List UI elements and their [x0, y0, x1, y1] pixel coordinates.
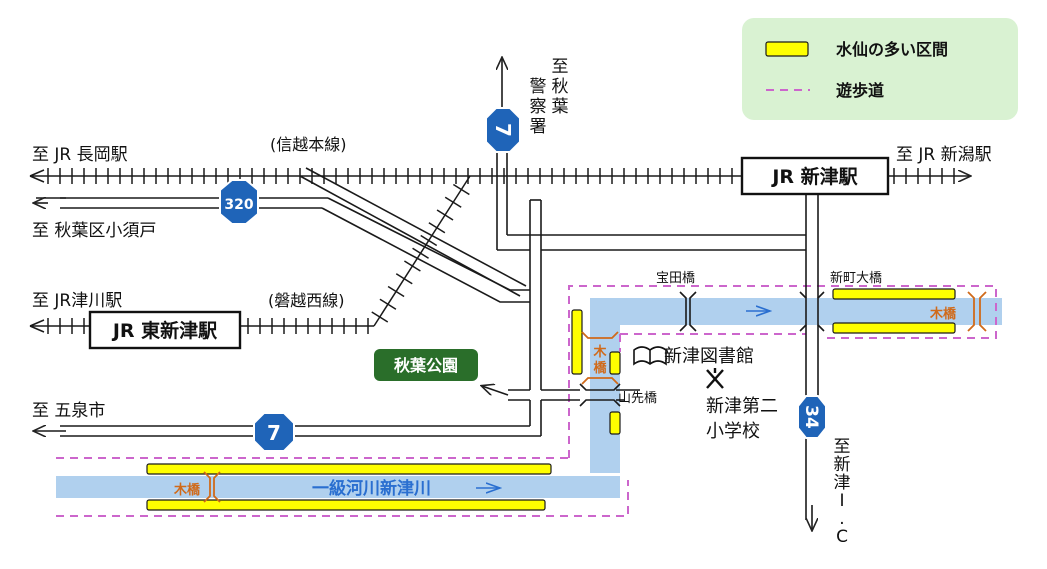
destination-labels: 至 JR 長岡駅 至 JR 新潟駅 至 秋葉区小須戸 至 JR津川駅 至 五泉市 — [32, 145, 992, 421]
dest-nagaoka: 至 JR 長岡駅 — [32, 145, 128, 165]
akiha-park: 秋葉公園 — [374, 349, 478, 381]
river-name: 一級河川新津川 — [312, 478, 431, 499]
dest-niigata: 至 JR 新潟駅 — [896, 145, 992, 165]
wooden-bridges — [203, 291, 987, 503]
dest-tsugawa: 至 JR津川駅 — [32, 291, 122, 311]
bridge-label-wooden-left: 木橋 — [592, 344, 607, 376]
vert-wooden-char: 橋 — [593, 360, 607, 376]
vert-police-char: 至 — [552, 57, 569, 77]
vert-police-char: 警 — [530, 77, 547, 97]
rail-tie — [444, 196, 462, 208]
school-icon — [706, 368, 724, 389]
akiha-park-label: 秋葉公園 — [394, 356, 458, 375]
legend: 水仙の多い区間 遊歩道 — [765, 40, 948, 100]
vert-police-char: 察 — [530, 97, 547, 117]
bridge-shinmachi-ohashi — [799, 291, 825, 332]
dest-gosen: 至 五泉市 — [32, 401, 105, 421]
route-shield-34: 34 — [797, 395, 827, 439]
station-jr-niitsu: JR 新津駅 — [740, 156, 890, 196]
vert-ic-char: C — [836, 527, 848, 547]
school-label-line1: 新津第二 — [706, 396, 778, 417]
rail-tie — [412, 247, 429, 259]
vert-ic-char: 新 — [834, 455, 851, 475]
walkway-path — [56, 285, 997, 517]
vert-ic-char: . — [839, 509, 844, 529]
rail-tie — [379, 298, 397, 310]
railway-banetsu-west — [29, 175, 471, 334]
legend-label-daffodil: 水仙の多い区間 — [836, 40, 948, 59]
station-jr-higashi-niitsu: JR 東新津駅 — [88, 310, 242, 350]
bridge-label-wooden-right: 木橋 — [929, 306, 957, 322]
bridge-takarada — [679, 291, 697, 332]
dest-kosudo: 至 秋葉区小須戸 — [32, 221, 156, 241]
rail-tie — [452, 183, 470, 196]
vert-police-char: 署 — [530, 117, 547, 137]
school-label-line2: 小学校 — [706, 421, 760, 442]
road-arrows — [34, 58, 812, 530]
route-shield-7-north: 7 — [485, 107, 521, 153]
bridge-label-wooden-bottom: 木橋 — [173, 482, 201, 498]
route-number-7-north: 7 — [491, 123, 515, 137]
legend-swatch-daffodil — [765, 41, 809, 57]
vert-ic-char: 至 — [834, 437, 851, 457]
bridge-label-yamasaki: 山先橋 — [618, 391, 657, 406]
route-number-34: 34 — [801, 405, 821, 429]
vert-ic-char: I — [839, 491, 844, 511]
station-label-higashi-niitsu: JR 東新津駅 — [111, 319, 218, 342]
library-label: 新津図書館 — [664, 346, 754, 367]
route-shield-7-south: 7 — [253, 412, 295, 452]
legend-panel — [742, 18, 1018, 120]
route-number-7-south: 7 — [267, 421, 281, 445]
vert-wooden-char: 木 — [592, 344, 607, 360]
rail-tie — [371, 311, 389, 323]
library-icon — [633, 346, 667, 366]
vert-ic-char: 津 — [834, 473, 851, 493]
bridge-yamasaki — [579, 383, 621, 407]
rail-tie — [395, 273, 413, 285]
vert-police-char: 秋 — [552, 77, 569, 97]
bridge-label-takarada: 宝田橋 — [656, 271, 695, 286]
rail-tie — [428, 222, 446, 234]
bridge-label-shinmachi: 新町大橋 — [830, 270, 882, 286]
vert-police-char: 葉 — [552, 97, 569, 117]
river — [56, 298, 1002, 498]
rail-tie — [436, 209, 454, 221]
river-flow-arrow-icon — [476, 311, 770, 488]
line-label-banetsu: (磐越西線) — [268, 291, 345, 310]
station-label-niitsu: JR 新津駅 — [770, 165, 858, 188]
rail-tie — [387, 285, 405, 298]
rail-tie — [420, 234, 438, 247]
daffodil-sections — [146, 288, 956, 511]
route-shield-320: 320 — [219, 179, 259, 225]
line-label-shinetsu: (信越本線) — [270, 135, 347, 154]
legend-label-walkway: 遊歩道 — [836, 81, 884, 100]
railway-shinetsu — [29, 168, 970, 184]
rail-tie — [404, 260, 421, 272]
route-number-320: 320 — [224, 197, 253, 213]
